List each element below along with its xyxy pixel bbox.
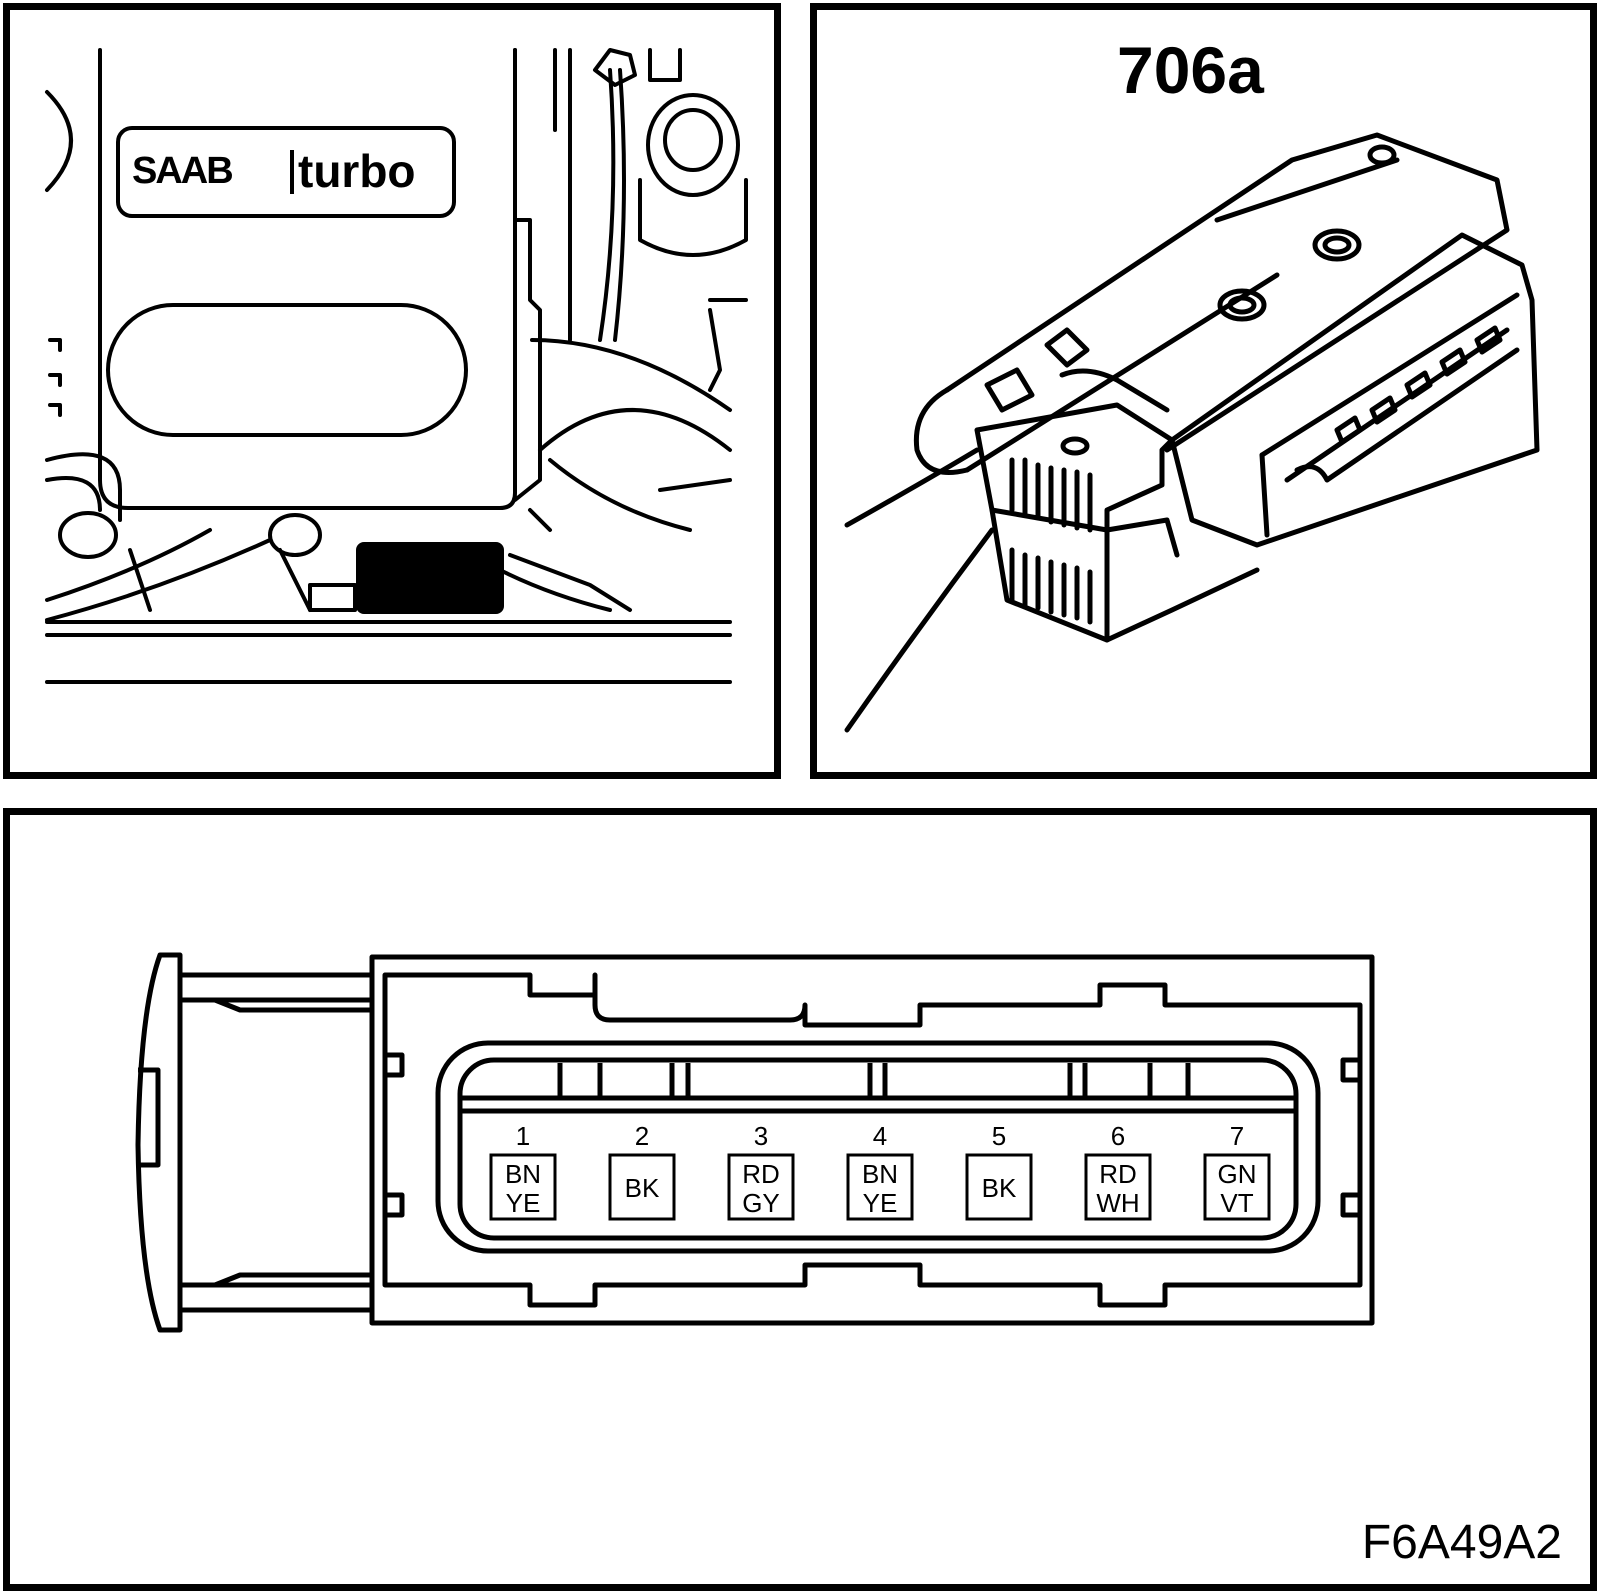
wire-color-stripe: WH	[1096, 1188, 1139, 1218]
wire-color-stripe: GY	[742, 1188, 780, 1218]
wire-color-primary: BK	[982, 1173, 1017, 1203]
control-module-location	[356, 542, 504, 614]
engine-location-panel: SAAB turbo	[3, 3, 781, 779]
wire-color-primary: RD	[1099, 1159, 1137, 1189]
pin-number: 2	[635, 1121, 649, 1151]
logo-brand-text: SAAB	[132, 150, 234, 192]
wire-color-box	[965, 1153, 1033, 1221]
wire-color-box	[1084, 1153, 1152, 1221]
wire-color-primary: BN	[505, 1159, 541, 1189]
pin-number: 5	[992, 1121, 1006, 1151]
wire-color-stripe: YE	[863, 1188, 898, 1218]
saab-turbo-logo	[116, 126, 456, 218]
engine-bay-illustration	[45, 48, 748, 684]
wire-color-stripe: VT	[1220, 1188, 1253, 1218]
connector-perspective-panel: 706a	[810, 3, 1597, 779]
wire-color-primary: BN	[862, 1159, 898, 1189]
connector-illustration	[844, 132, 1540, 733]
pin-2: 2BK	[608, 1121, 676, 1221]
wire-color-box	[1203, 1153, 1271, 1221]
wire-color-box	[608, 1153, 676, 1221]
wire-color-primary: RD	[742, 1159, 780, 1189]
wire-color-box	[846, 1153, 914, 1221]
pin-5: 5BK	[965, 1121, 1033, 1221]
wire-color-box	[489, 1153, 557, 1221]
logo-model-text: turbo	[298, 145, 416, 197]
connector-title: 706a	[1117, 33, 1264, 107]
figure-code: F6A49A2	[1361, 1516, 1562, 1569]
wire-color-primary: GN	[1218, 1159, 1257, 1189]
wire-color-stripe: YE	[506, 1188, 541, 1218]
wire-color-primary: BK	[625, 1173, 660, 1203]
pin-number: 1	[516, 1121, 530, 1151]
pin-number: 7	[1230, 1121, 1244, 1151]
wire-color-box	[727, 1153, 795, 1221]
pin-number: 6	[1111, 1121, 1125, 1151]
pin-number: 3	[754, 1121, 768, 1151]
pin-number: 4	[873, 1121, 887, 1151]
